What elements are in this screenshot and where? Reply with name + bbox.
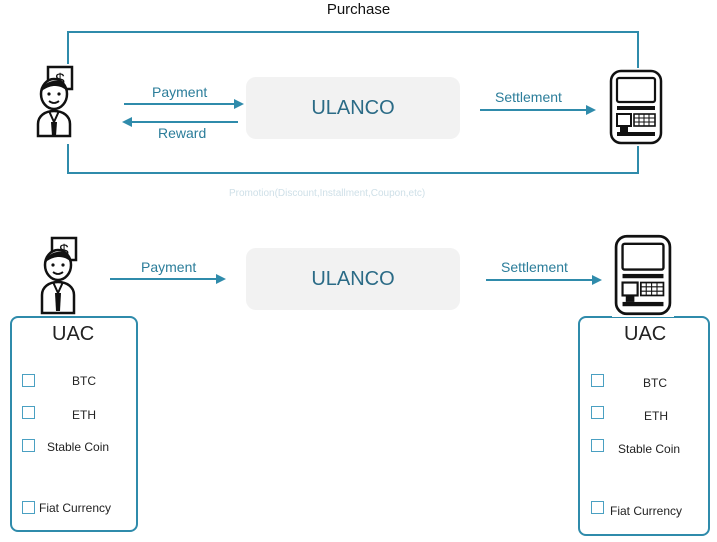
- item-btc-left: BTC: [72, 374, 96, 388]
- item-fiat-left: Fiat Currency: [39, 501, 112, 515]
- customer-icon-bottom: $: [40, 234, 120, 316]
- terminal-icon-top: [608, 68, 664, 146]
- terminal-icon-bottom: [612, 233, 674, 317]
- checkbox-eth-right[interactable]: [591, 406, 604, 419]
- checkbox-btc-left[interactable]: [22, 374, 35, 387]
- settlement-label-bottom: Settlement: [501, 259, 568, 275]
- settlement-label-top: Settlement: [495, 89, 562, 105]
- ulanco-box-top: ULANCO: [246, 77, 460, 139]
- checkbox-stable-coin-right[interactable]: [591, 439, 604, 452]
- pos-terminal-icon: [614, 234, 672, 316]
- item-eth-left: ETH: [72, 408, 96, 422]
- checkbox-btc-right[interactable]: [591, 374, 604, 387]
- user-icon: $: [36, 65, 74, 138]
- customer-icon-top: $: [36, 64, 116, 144]
- item-btc-right: BTC: [643, 376, 667, 390]
- checkbox-fiat-left[interactable]: [22, 501, 35, 514]
- reward-label-top: Reward: [158, 125, 207, 141]
- ulanco-box-bottom: ULANCO: [246, 248, 460, 310]
- pos-terminal-icon: [609, 69, 663, 145]
- item-eth-right: ETH: [644, 409, 668, 423]
- payment-label-top: Payment: [152, 84, 208, 100]
- item-stable-coin-right: Stable Coin: [618, 442, 681, 456]
- uac-box-right: UAC BTC ETH Stable Coin Fiat Currency: [578, 316, 710, 536]
- uac-box-left: UAC BTC ETH Stable Coin Fiat Currency: [10, 316, 138, 532]
- checkbox-eth-left[interactable]: [22, 406, 35, 419]
- user-icon: $: [40, 236, 78, 315]
- promotion-label: Promotion(Discount,Installment,Coupon,et…: [229, 188, 426, 199]
- checkbox-fiat-right[interactable]: [591, 501, 604, 514]
- uac-title-left: UAC: [52, 323, 95, 345]
- item-fiat-right: Fiat Currency: [610, 504, 683, 518]
- purchase-title: Purchase: [326, 1, 391, 18]
- checkbox-stable-coin-left[interactable]: [22, 439, 35, 452]
- item-stable-coin-left: Stable Coin: [47, 440, 110, 454]
- uac-title-right: UAC: [624, 323, 667, 345]
- payment-label-bottom: Payment: [141, 259, 197, 275]
